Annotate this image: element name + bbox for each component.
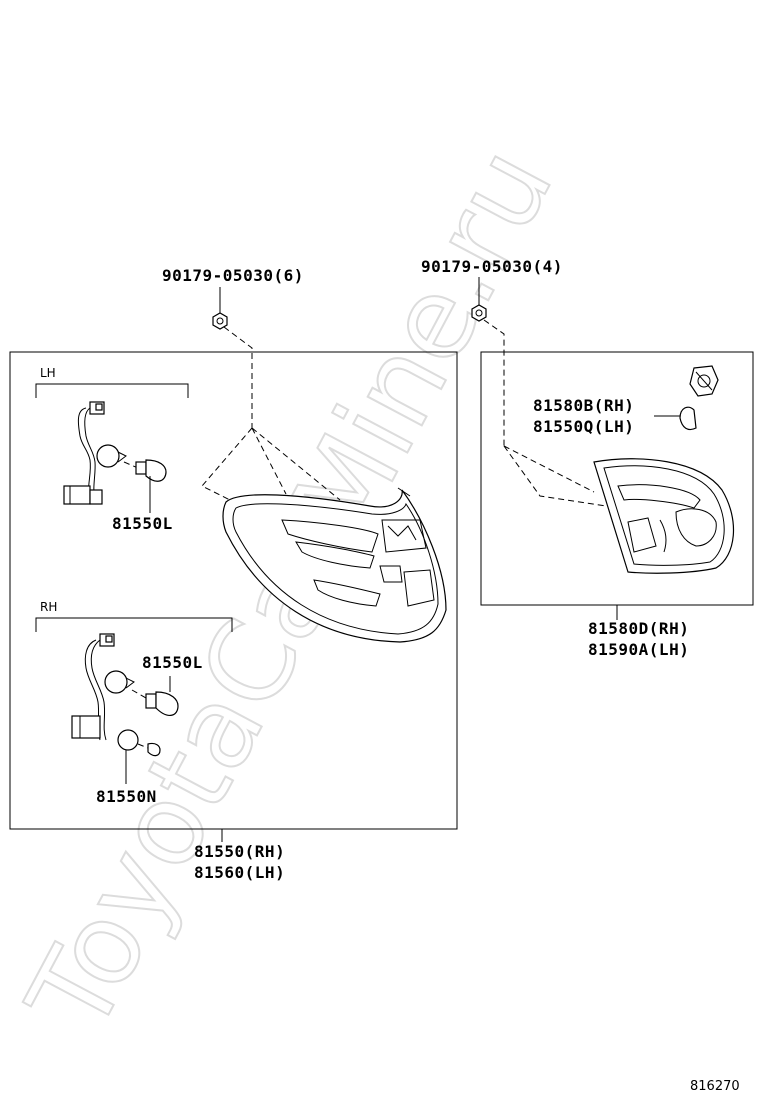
lh-label: LH [40, 366, 56, 380]
rh-bracket [35, 617, 233, 632]
callout-assy-inner-rh: 81580D(RH) [588, 619, 689, 638]
inner-tail-lamp-icon [593, 458, 735, 574]
outer-lamp-dashline-b [251, 427, 341, 501]
callout-assy-inner-lh: 81590A(LH) [588, 640, 689, 659]
screw-right-dashline [483, 319, 505, 446]
rh-small-bulb-icon [147, 742, 161, 757]
rh-small-bulb-dashline [137, 743, 149, 749]
outer-lamp-dashline-c [251, 427, 287, 495]
screw-left-icon [212, 312, 228, 330]
outer-tail-lamp-icon [222, 487, 447, 643]
screw-left-dashline [223, 326, 253, 428]
callout-assy-outer-rh: 81550(RH) [194, 842, 285, 861]
callout-bulb-lh: 81550L [112, 514, 173, 533]
screw-right-icon [471, 304, 487, 322]
rh-wiring-harness-icon [71, 633, 139, 751]
rh-main-bulb-icon [145, 691, 179, 716]
callout-bulb-rh-small: 81550N [96, 787, 157, 806]
lh-wiring-harness-icon [63, 401, 127, 505]
callout-screw-left: 90179-05030(6) [162, 266, 304, 285]
figure-number: 816270 [690, 1079, 740, 1094]
callout-bulb-rh-main: 81550L [142, 653, 203, 672]
outer-lamp-dashline-a [201, 427, 253, 501]
inner-bulb-icon [679, 406, 697, 431]
rh-bulb-dashline [131, 689, 147, 699]
lh-bulb-icon [135, 459, 167, 482]
callout-screw-right: 90179-05030(4) [421, 257, 563, 276]
rh-label: RH [40, 600, 57, 614]
inner-lamp-dashline-b [503, 445, 595, 493]
inner-lamp-dashline-a [503, 445, 607, 507]
callout-assy-outer-lh: 81560(LH) [194, 863, 285, 882]
outer-assembly-frame [9, 351, 458, 830]
callout-bulb-inner-rh: 81580B(RH) [533, 396, 634, 415]
inner-socket-icon [689, 365, 719, 397]
callout-bulb-inner-lh: 81550Q(LH) [533, 417, 634, 436]
lh-bracket [35, 383, 189, 398]
